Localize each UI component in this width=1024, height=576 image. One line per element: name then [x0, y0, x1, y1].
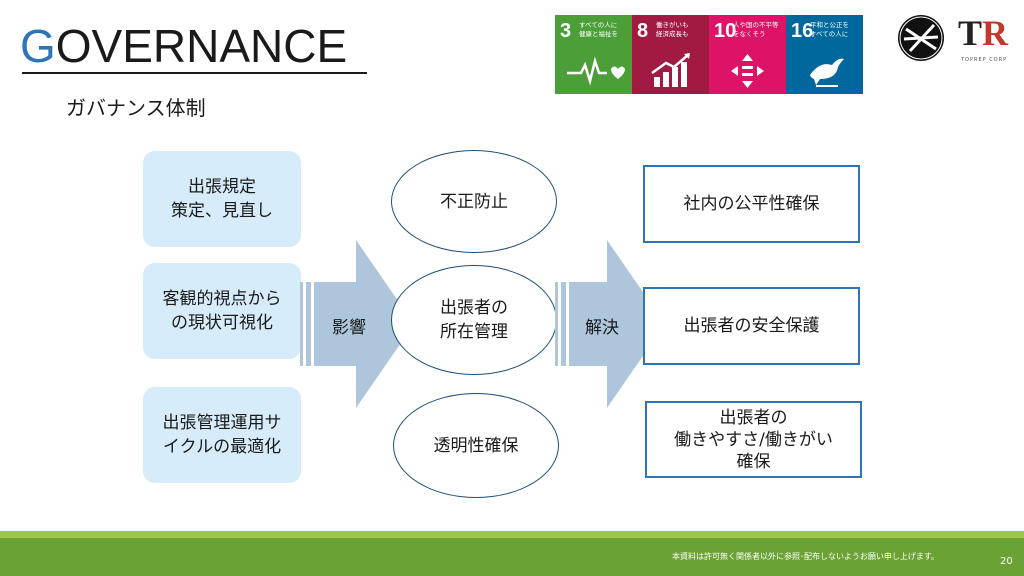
sdg-number: 10 [714, 20, 737, 42]
left-box-cycle: 出張管理運用サ イクルの最適化 [143, 387, 301, 483]
sdg-number: 16 [791, 20, 814, 42]
sdg-goal-8: 8 働きがいも 経済成長も [632, 15, 709, 94]
influence-arrow [300, 240, 414, 408]
sdg-goal-10: 10 人や国の不平等 をなくそう [709, 15, 786, 94]
page-number: 20 [1000, 556, 1013, 567]
title-rest: OVERNANCE [55, 20, 348, 72]
sdg-number: 3 [560, 20, 572, 42]
left-box-policy: 出張規定 策定、見直し [143, 151, 301, 247]
page-subtitle: ガバナンス体制 [66, 96, 206, 120]
toprep-logo: TR [958, 12, 1008, 54]
growth-chart-icon [651, 53, 690, 87]
sdg-goal-3: 3 すべての人に 健康と福祉を [555, 15, 632, 94]
heartbeat-icon [567, 56, 625, 86]
title-initial: G [20, 20, 56, 72]
left-box-visualization: 客観的視点から の現状可視化 [143, 263, 301, 359]
right-box-wellbeing: 出張者の 働きやすさ/働きがい 確保 [645, 401, 862, 478]
sdg-text: 働きがいも 経済成長も [656, 21, 689, 38]
ellipse-fraud-prevention: 不正防止 [391, 150, 557, 253]
sdg-number: 8 [637, 20, 649, 42]
solution-arrow-label: 解決 [585, 318, 619, 338]
equality-icon [731, 54, 764, 88]
page-title: GOVERNANCE [20, 18, 347, 74]
toprep-logo-subtext: TOPREP CORP [961, 57, 1008, 63]
title-underline [22, 72, 367, 74]
footer-bar [0, 538, 1024, 576]
footer-accent-bar [0, 531, 1024, 538]
sdg-text: 平和と公正を すべての人に [810, 21, 849, 38]
solution-arrow [555, 240, 665, 408]
dove-icon [810, 58, 844, 87]
ellipse-location-management: 出張者の 所在管理 [391, 265, 557, 375]
sdg-text: 人や国の不平等 をなくそう [733, 21, 779, 38]
sdg-text: すべての人に 健康と福祉を [579, 21, 618, 38]
logo-text: TR [958, 13, 1009, 53]
sdg-icons: 3 すべての人に 健康と福祉を 8 働きがいも 経済成長も 10 人や国の不平等… [555, 15, 863, 94]
company-emblem-logo [898, 15, 944, 61]
ellipse-transparency: 透明性確保 [393, 393, 559, 498]
sdg-goal-16: 16 平和と公正を すべての人に [786, 15, 863, 94]
right-box-safety: 出張者の安全保護 [643, 287, 860, 365]
right-box-fairness: 社内の公平性確保 [643, 165, 860, 243]
confidentiality-note: 本資料は許可無く関係者以外に参照･配布しないようお願い申し上げます。 [672, 552, 940, 561]
influence-arrow-label: 影響 [332, 318, 366, 338]
